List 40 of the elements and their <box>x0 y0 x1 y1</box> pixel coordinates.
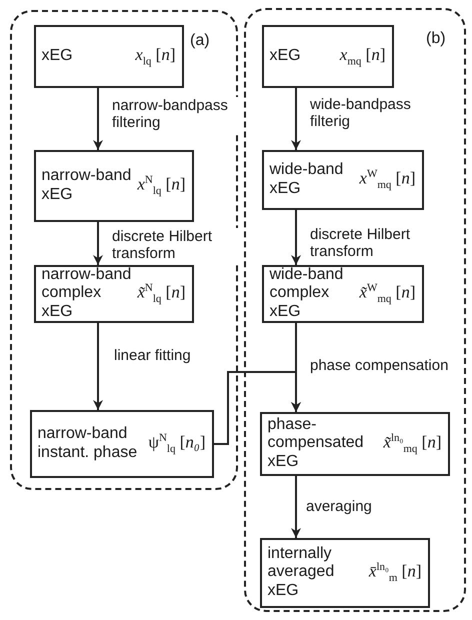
box-text: phase-compensated xEG <box>268 416 365 472</box>
edge-label: linear fitting <box>114 347 191 364</box>
panel-label: (b) <box>426 30 446 48</box>
edge-label: phase compensation <box>310 357 448 374</box>
box-text: xEG <box>270 46 302 66</box>
arrow <box>291 476 301 538</box>
process-box <box>34 24 184 88</box>
process-box <box>34 264 194 322</box>
process-box <box>34 150 194 222</box>
arrow <box>214 371 301 445</box>
box-text: internally averaged xEG <box>268 544 336 600</box>
box-text: wide-band complex xEG <box>270 266 344 322</box>
math-expression: x̃$^{W}$$_{mq}$ [n] <box>359 282 416 306</box>
math-expression: ψ$^{N}$$_{lq}$ [n₀] <box>148 432 206 456</box>
process-box <box>260 412 450 476</box>
math-expression: x̃$^{N}$$_{lq}$ [n] <box>137 282 186 306</box>
dashed-group-frame <box>10 10 238 490</box>
math-expression: x$_{mq}$ [n] <box>340 44 386 68</box>
math-expression: x$^{N}$$_{lq}$ [n] <box>137 174 186 198</box>
process-box <box>262 264 424 322</box>
process-box <box>260 538 430 608</box>
arrow <box>291 88 301 150</box>
box-text: narrow-band complex xEG <box>42 266 132 322</box>
arrow <box>291 210 301 265</box>
math-expression: x$^{W}$$_{mq}$ [n] <box>359 168 416 192</box>
math-expression: x̃$^{ln₀}$$_{mq}$ [n] <box>383 432 442 456</box>
process-box <box>30 410 214 478</box>
process-box <box>262 150 424 210</box>
process-box <box>262 24 394 88</box>
arrow <box>93 323 103 410</box>
math-expression: x̄$^{ln₀}$$_{m}$ [n] <box>368 560 422 584</box>
panel-label: (a) <box>190 32 210 50</box>
box-text: wide-band xEG <box>270 161 344 198</box>
box-text: xEG <box>42 46 74 66</box>
arrow <box>93 88 103 150</box>
edge-label: averaging <box>306 498 372 516</box>
math-expression: x$_{lq}$ [n] <box>135 44 176 68</box>
box-text: narrow-band xEG <box>42 167 132 204</box>
arrow <box>93 222 103 265</box>
box-text: narrow-band instant. phase <box>38 425 138 462</box>
